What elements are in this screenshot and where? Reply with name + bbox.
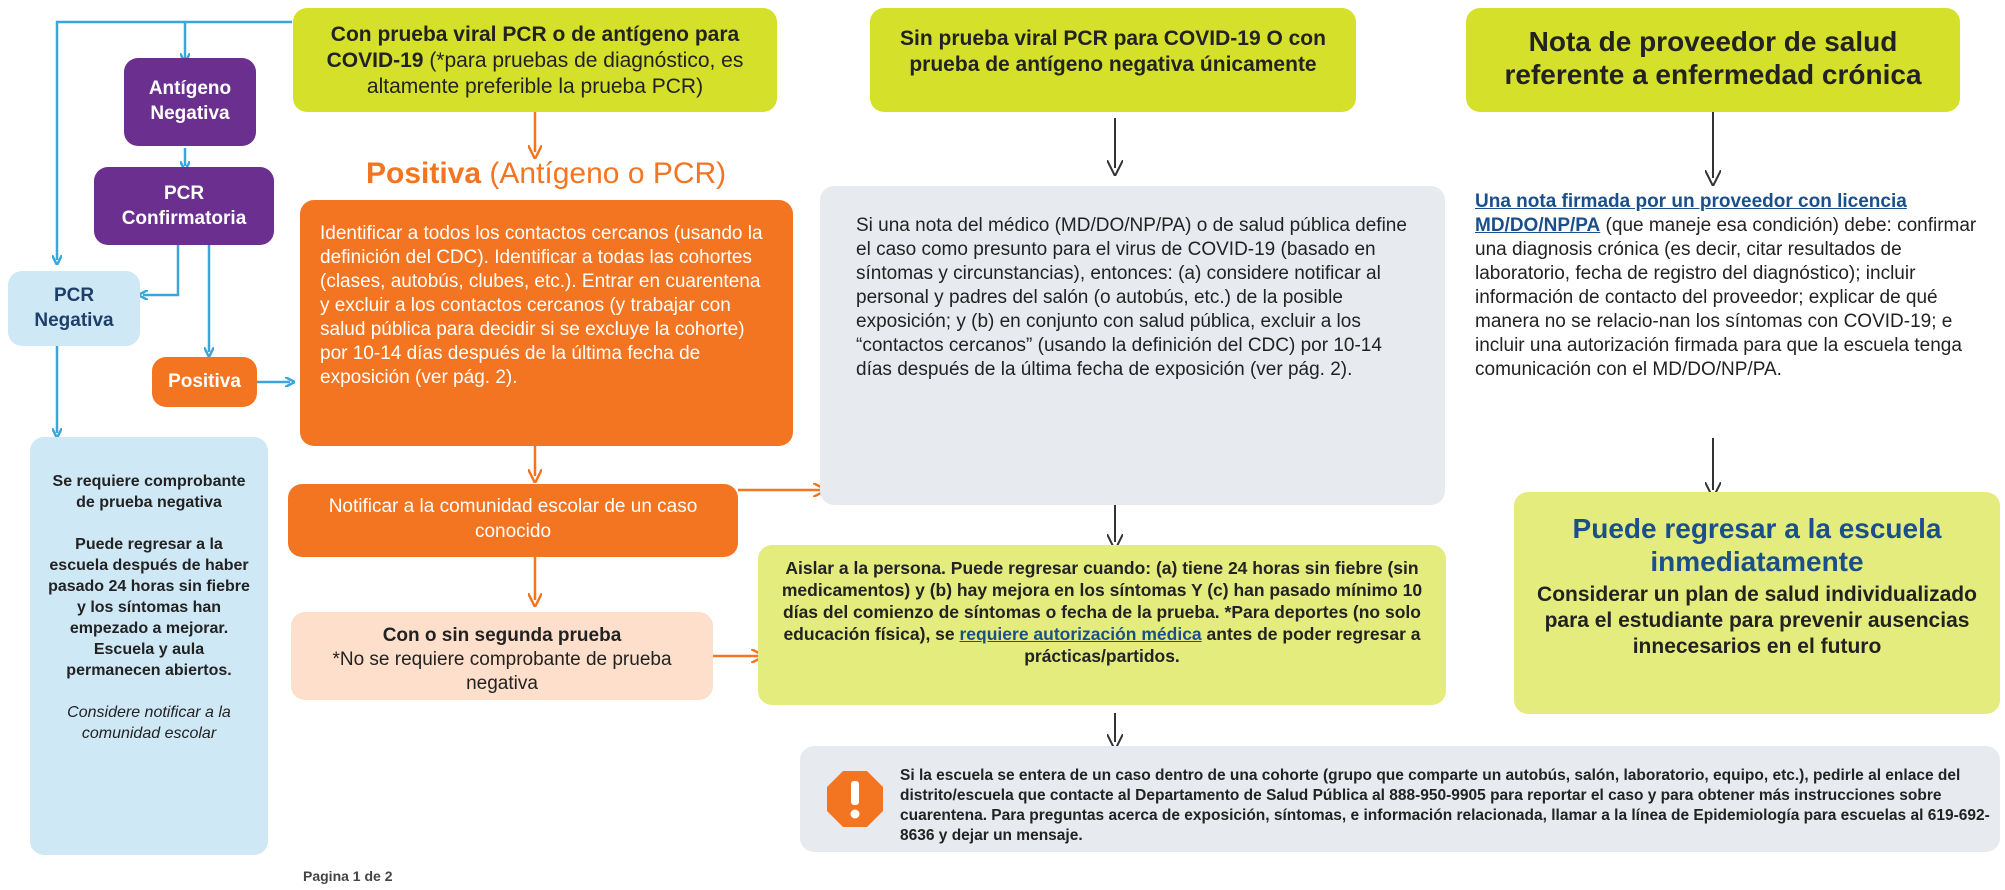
provider-note-text: Una nota firmada por un proveedor con li… <box>1475 190 2000 382</box>
no-pcr-test-box: Sin prueba viral PCR para COVID-19 O con… <box>870 8 1356 112</box>
medical-authorization-link[interactable]: requiere autorización médica <box>959 624 1202 644</box>
no-pcr-test-text: Sin prueba viral PCR para COVID-19 O con… <box>900 27 1326 76</box>
pcr-antigen-test-note: (*para pruebas de diagnóstico, es altame… <box>366 49 744 98</box>
antigeno-negativa-label: Antígeno Negativa <box>148 78 232 124</box>
licensed-provider-note-link[interactable]: Una nota firmada por un proveedor con li… <box>1475 191 1907 236</box>
presumed-case-box: Si una nota del médico (MD/DO/NP/PA) o d… <box>820 186 1445 505</box>
isolate-text-1: Aislar a la persona. Puede regresar cuan… <box>781 558 1423 644</box>
second-test-box: Con o sin segunda prueba *No se requiere… <box>291 612 713 700</box>
individual-health-plan-text: Considerar un plan de salud individualiz… <box>1537 583 1977 658</box>
pcr-negativa-label: PCR Negativa <box>34 285 114 331</box>
chronic-condition-note-box: Nota de proveedor de salud referente a e… <box>1466 8 1960 112</box>
isolate-text-2: antes de poder regresar a prácticas/part… <box>1024 624 1421 666</box>
pcr-antigen-test-bold: Con prueba viral PCR o de antígeno para … <box>326 23 740 72</box>
arrow-pcr-to-negativa <box>143 226 180 295</box>
negative-result-box: Se requiere comprobante de prueba negati… <box>30 437 268 855</box>
exclamation-octagon-icon <box>827 771 883 827</box>
positive-heading-normal: (Antígeno o PCR) <box>481 157 727 190</box>
second-test-note: *No se requiere comprobante de prueba ne… <box>332 649 672 694</box>
pcr-confirmatoria-label: PCR Confirmatoria <box>121 183 247 229</box>
pcr-confirmatoria-box: PCR Confirmatoria <box>94 167 274 245</box>
return-immediately-box: Puede regresar a la escuela inmediatamen… <box>1514 492 2000 714</box>
return-immediately-title: Puede regresar a la escuela inmediatamen… <box>1572 513 1942 577</box>
positiva-small-label: Positiva <box>168 371 241 392</box>
arrow-to-antigeno <box>185 20 292 58</box>
notify-community-text: Notificar a la comunidad escolar de un c… <box>328 496 698 542</box>
cohort-alert-text: Si la escuela se entera de un caso dentr… <box>900 767 1990 844</box>
pcr-antigen-test-box: Con prueba viral PCR o de antígeno para … <box>293 8 777 112</box>
isolate-person-box: Aislar a la persona. Puede regresar cuan… <box>758 545 1446 705</box>
pcr-negativa-box: PCR Negativa <box>8 271 140 346</box>
notify-community-box: Notificar a la comunidad escolar de un c… <box>288 484 738 557</box>
positive-contacts-text: Identificar a todos los contactos cercan… <box>320 223 763 388</box>
page-number: Pagina 1 de 2 <box>303 868 393 884</box>
provider-note-details: (que maneje esa condición) debe: confirm… <box>1475 215 1977 380</box>
chronic-condition-title: Nota de proveedor de salud referente a e… <box>1504 26 1922 90</box>
arrow-to-pcr-negativa <box>57 20 185 260</box>
negative-notify-suggestion: Considere notificar a la comunidad escol… <box>67 704 231 742</box>
second-test-bold: Con o sin segunda prueba <box>382 625 622 646</box>
negative-proof-required: Se requiere comprobante de prueba negati… <box>52 473 246 511</box>
cohort-alert-box: Si la escuela se entera de un caso dentr… <box>800 746 2000 852</box>
positiva-small-box: Positiva <box>152 357 257 407</box>
antigeno-negativa-box: Antígeno Negativa <box>124 58 256 146</box>
positive-heading-bold: Positiva <box>366 157 482 190</box>
positive-heading: Positiva (Antígeno o PCR) <box>366 156 726 192</box>
positive-contacts-box: Identificar a todos los contactos cercan… <box>300 200 793 446</box>
negative-return-conditions: Puede regresar a la escuela después de h… <box>48 536 250 679</box>
presumed-case-text: Si una nota del médico (MD/DO/NP/PA) o d… <box>856 215 1407 380</box>
